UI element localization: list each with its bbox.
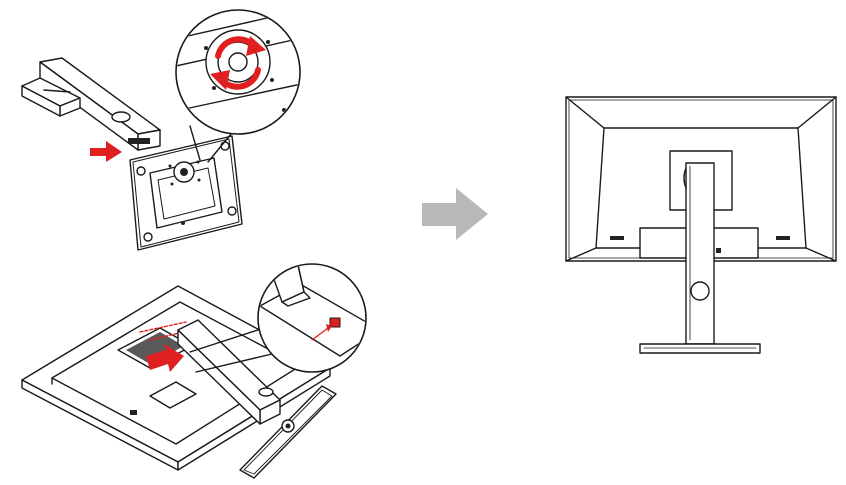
mount-recess: [117, 321, 193, 372]
insert-arrow-icon: [146, 344, 184, 372]
base-plate: [129, 135, 243, 251]
step-1-attach-base: [21, 9, 301, 251]
stand-column: [177, 319, 281, 425]
stand-arm: [21, 57, 161, 151]
right-arrow-icon: [422, 188, 488, 240]
step-2-attach-to-monitor: [21, 263, 367, 479]
monitor-face-down: [21, 285, 331, 471]
zoom-callout-screw: [175, 9, 301, 163]
rotate-screw-icon: [210, 36, 266, 90]
push-arrow-icon: [90, 141, 122, 162]
base-plate-2: [239, 385, 337, 479]
stand-base-rear: [639, 343, 761, 354]
stand-neck: [683, 162, 715, 345]
step-3-monitor-rear-view: [565, 96, 837, 354]
